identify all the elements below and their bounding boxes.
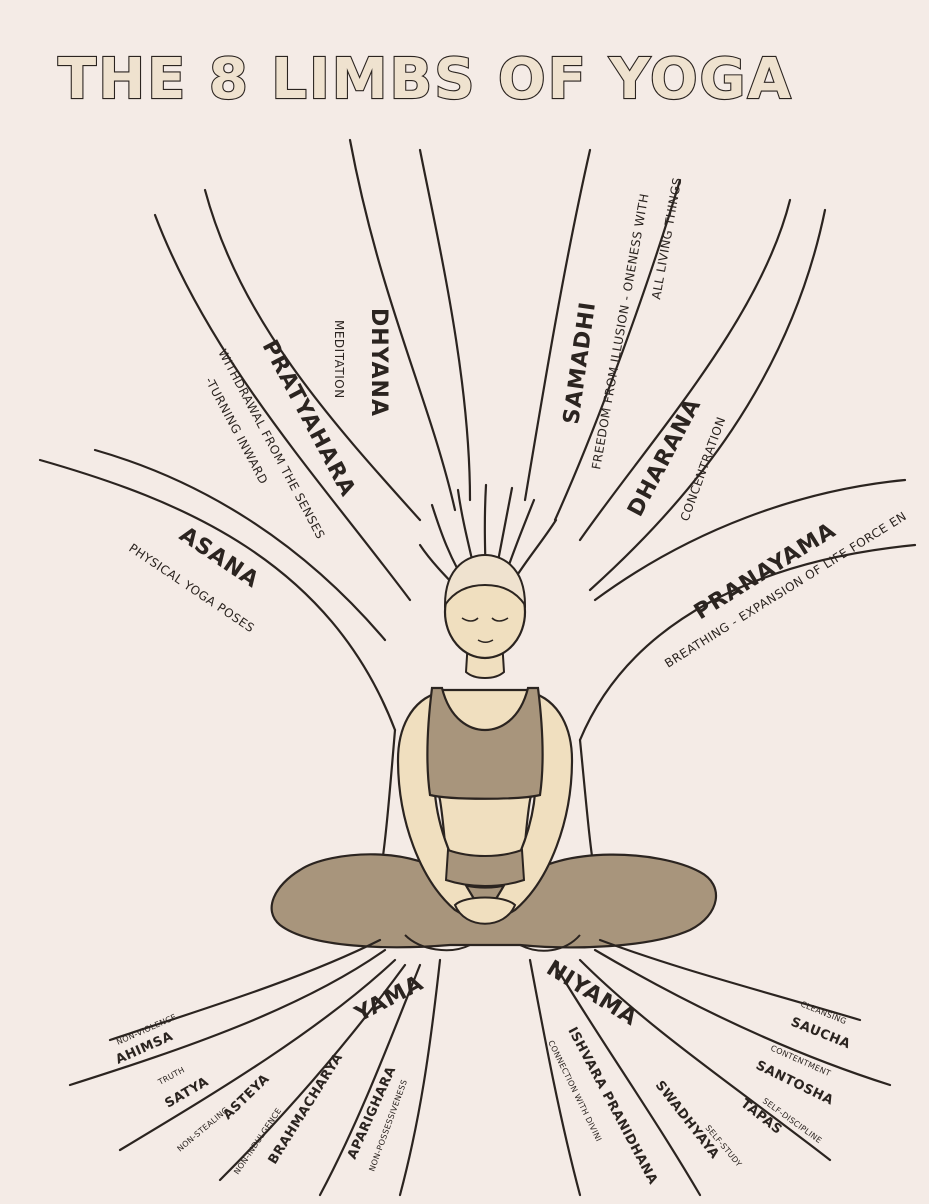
label-asana: ASANA PHYSICAL YOGA POSES [126,522,263,635]
branch-dharana-top [578,198,792,542]
branch-asana-top [93,448,387,642]
left-arm [396,690,480,917]
closed-eyes [461,617,509,622]
label-dhyana: DHYANA MEDITATION [332,308,391,417]
roots [68,938,892,1197]
niyama-item-3: SWADHYAYA [652,1078,722,1162]
poster-title: THE 8 LIMBS OF YOGA [58,47,793,112]
waistband [444,848,526,887]
branch-dharana-bottom [588,208,827,592]
branch-pratyahara-bottom [153,213,412,602]
branch-asana-trunk [38,458,397,732]
branch-samadhi-left [523,148,592,502]
trunk-left [378,728,397,877]
yama-desc-1: TRUTH [156,1065,186,1087]
branch-pranayama-top [593,478,907,602]
limb-desc-dhyana: MEDITATION [332,320,346,399]
limb-desc-pranayama: BREATHING - EXPANSION OF LIFE FORCE EN [662,509,909,671]
branch-samadhi-right [553,178,682,522]
limb-desc-samadhi-2: ALL LIVING THINGS [649,176,684,300]
branch-dhyana-right [418,148,472,502]
label-niyama: NIYAMA CLEANSING SAUCHA CONTENTMENT SANT… [542,956,853,1187]
branch-dhyana-left [348,138,457,512]
right-arm [490,690,574,917]
yama-item-2: ASTEYA [220,1072,272,1123]
limb-name-samadhi: SAMADHI [559,300,601,426]
label-pranayama: PRANAYAMA BREATHING - EXPANSION OF LIFE … [662,509,909,671]
limb-desc-samadhi-1: FREEDOM FROM ILLUSION - ONENESS WITH [589,192,651,470]
branch-pratyahara-top [203,188,422,522]
limb-name-yama: YAMA [350,971,428,1028]
smile [477,639,494,643]
clasped-hands [453,896,517,925]
hair [443,553,527,609]
sports-bra [426,686,544,800]
limb-name-dhyana: DHYANA [366,308,391,417]
feet [404,934,581,952]
meditating-woman [270,553,718,952]
branch-pranayama-trunk [578,543,917,742]
label-yama: YAMA NON-VIOLENCE AHIMSA TRUTH SATYA NON… [114,971,428,1177]
